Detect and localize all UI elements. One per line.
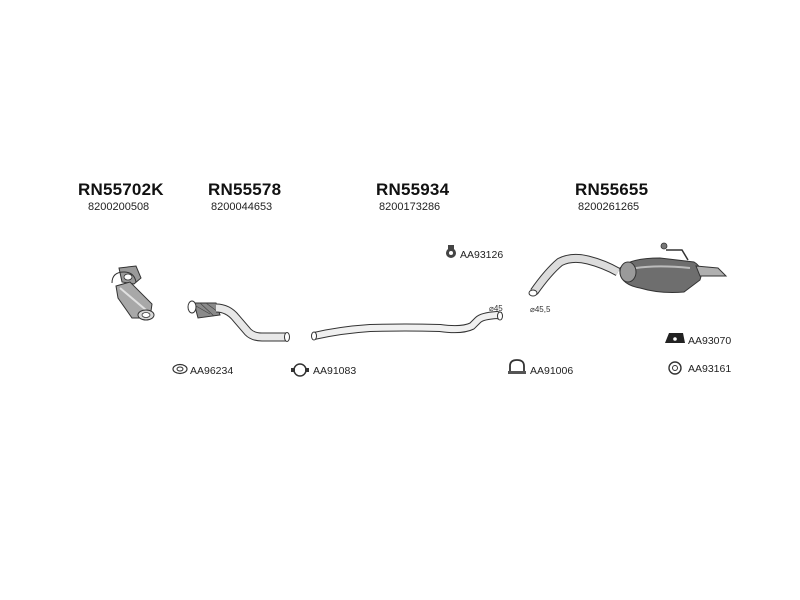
accessory-label-hanger: AA93126 <box>460 249 504 261</box>
oe-number-front-pipe: 8200044653 <box>211 201 273 213</box>
rear-silencer-icon[interactable] <box>528 242 728 297</box>
diameter-label-rear: ⌀45,5 <box>530 305 551 314</box>
accessory-label-gasket: AA96234 <box>190 365 234 377</box>
oe-number-middle-pipe: 8200173286 <box>379 201 441 213</box>
accessory-label-pipe-clamp: AA91083 <box>313 365 357 377</box>
u-bolt-clamp-icon[interactable] <box>508 359 526 374</box>
oe-number-catalyst: 8200200508 <box>88 201 150 213</box>
rubber-hanger-icon[interactable] <box>446 245 456 258</box>
accessory-label-u-bolt: AA91006 <box>530 365 574 377</box>
accessory-label-mounting-pad: AA93070 <box>688 335 732 347</box>
mounting-pad-icon[interactable] <box>665 333 685 343</box>
rubber-ring-icon[interactable] <box>668 361 682 375</box>
part-code-front-pipe: RN55578 <box>208 180 282 199</box>
front-pipe-icon[interactable] <box>187 300 290 342</box>
diameter-label-middle: ⌀45 <box>489 304 503 313</box>
oe-number-rear-silencer: 8200261265 <box>578 201 640 213</box>
part-code-catalyst: RN55702K <box>78 180 164 199</box>
gasket-ring-icon[interactable] <box>172 363 188 375</box>
middle-pipe-icon[interactable] <box>311 310 503 341</box>
catalytic-converter-icon[interactable] <box>111 265 155 321</box>
pipe-clamp-icon[interactable] <box>291 363 309 377</box>
part-code-middle-pipe: RN55934 <box>376 180 450 199</box>
part-code-rear-silencer: RN55655 <box>575 180 649 199</box>
accessory-label-rubber-ring: AA93161 <box>688 363 732 375</box>
